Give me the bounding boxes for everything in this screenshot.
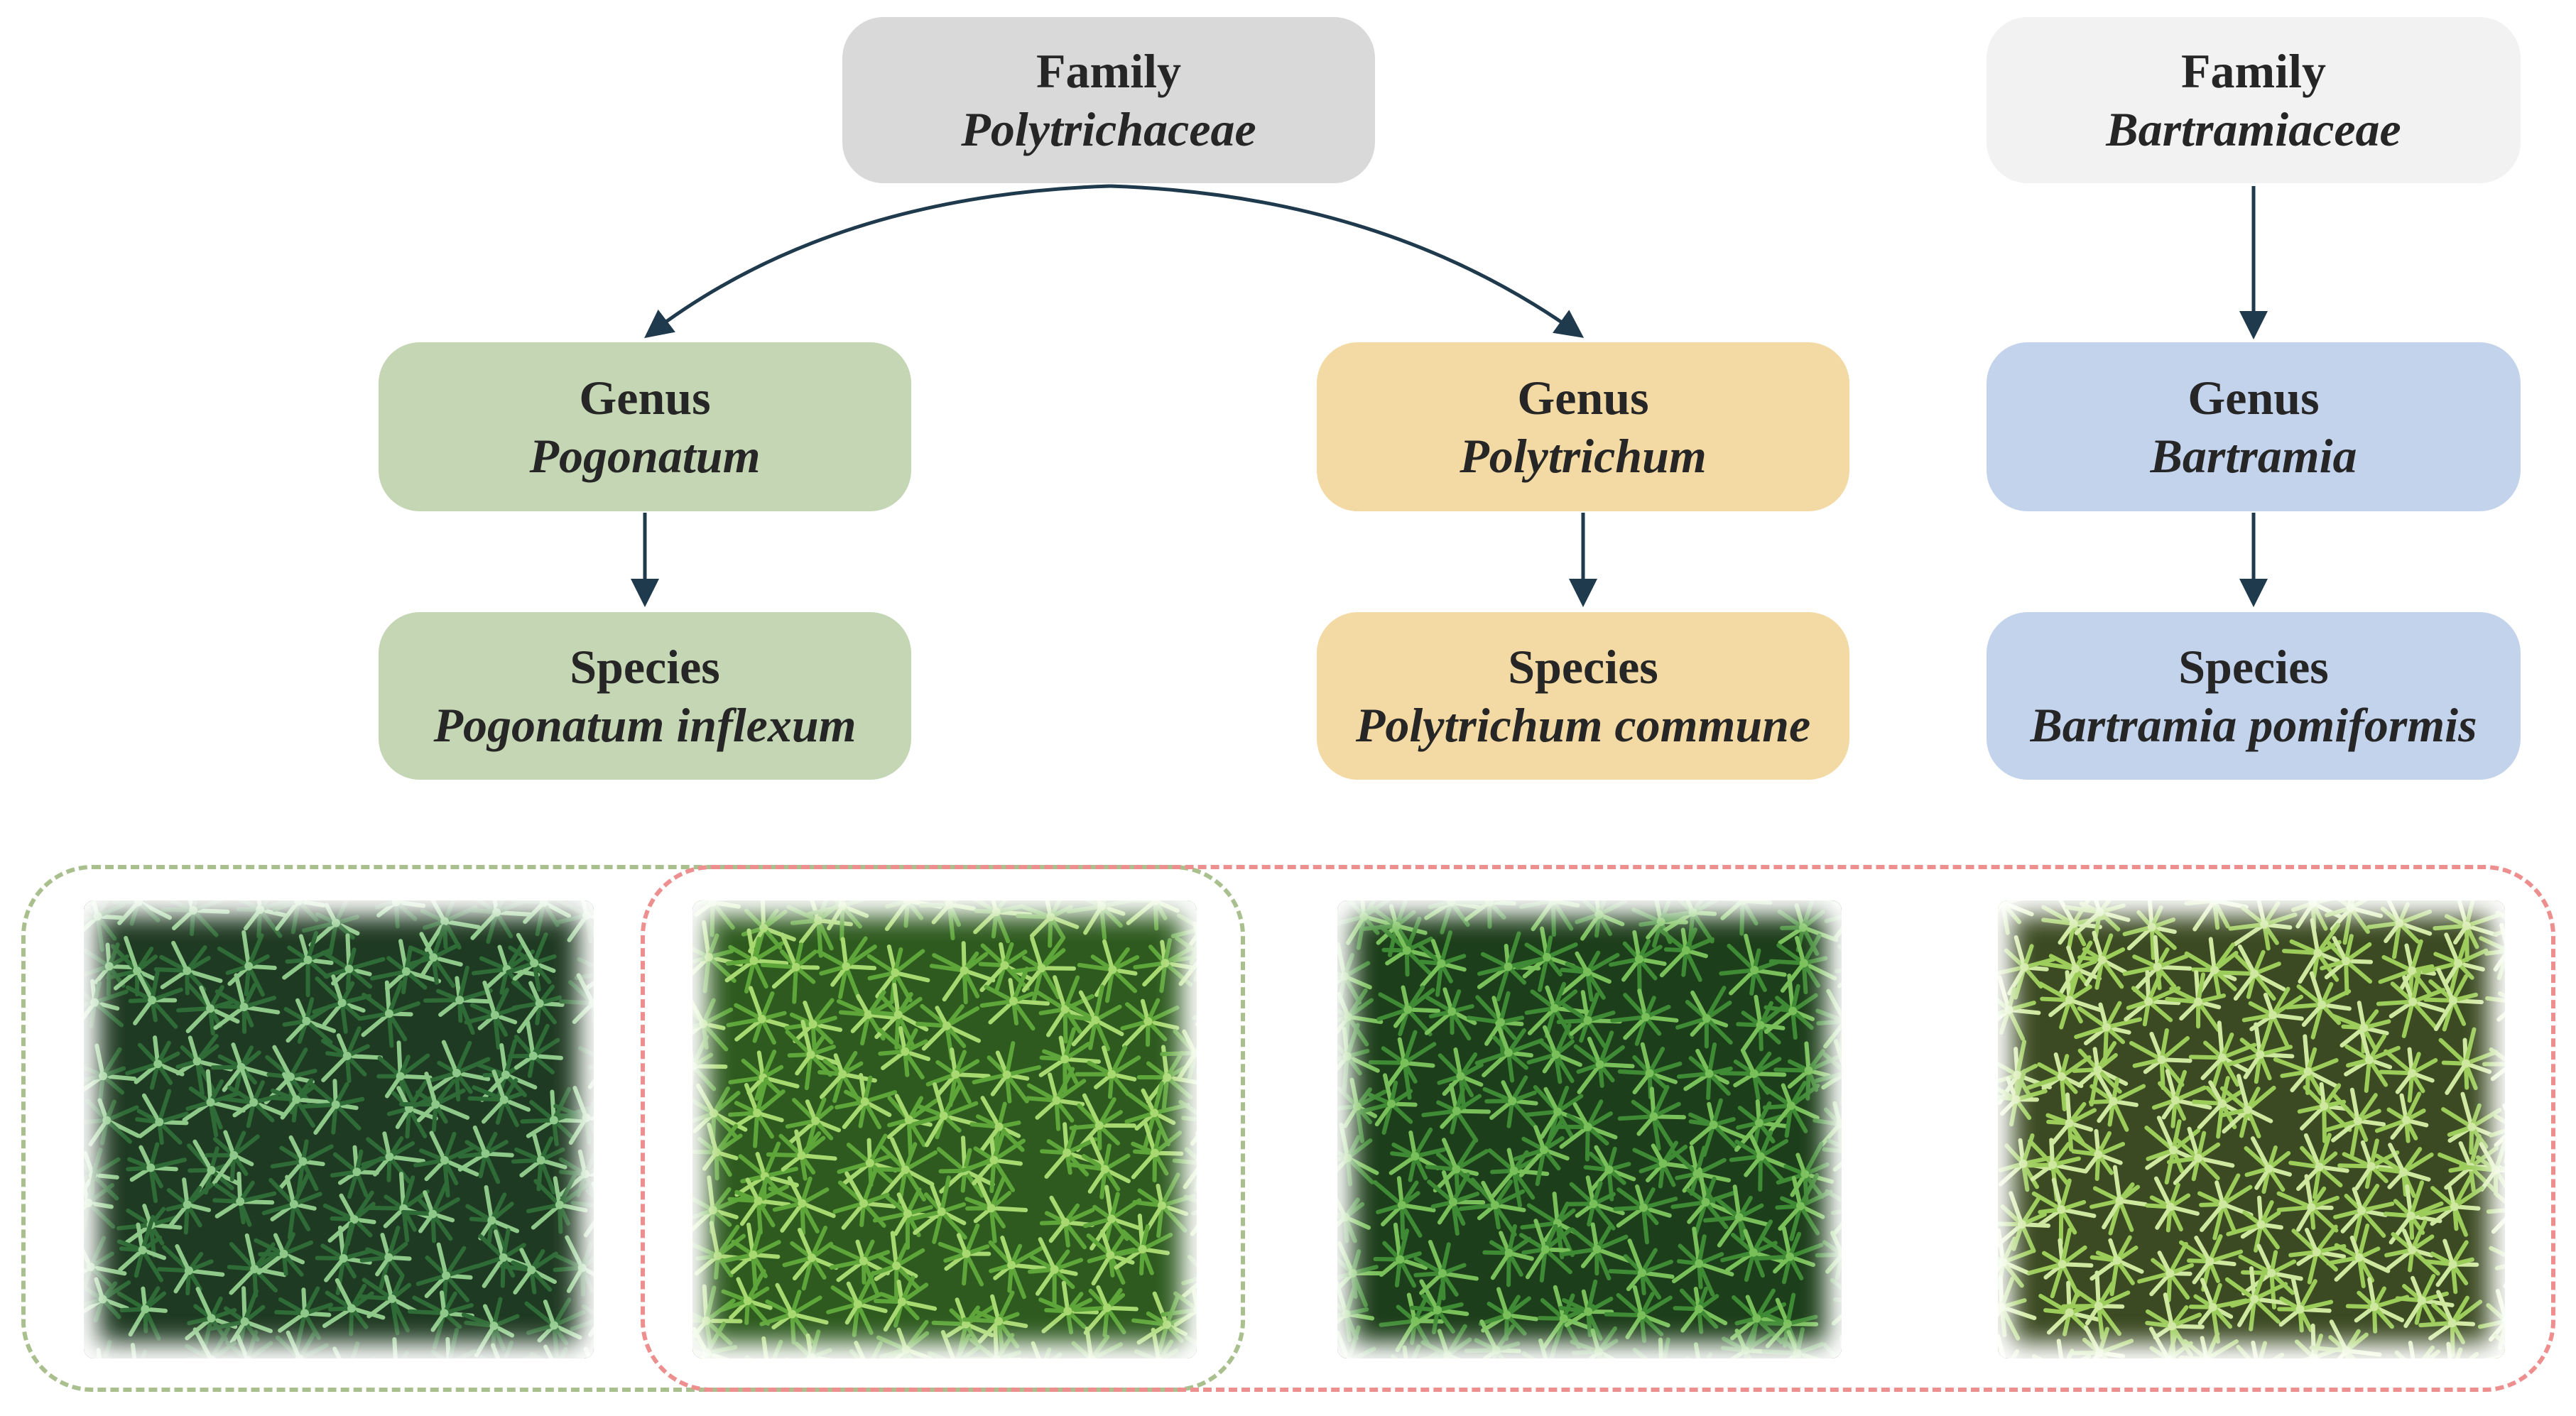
- arrow-family-to-polytrichum: [1109, 184, 1585, 338]
- rank-label: Genus: [579, 371, 711, 425]
- polytrichum-commune-moss-photo: [1337, 900, 1842, 1358]
- genus-pogonatum-node: Genus Pogonatum: [379, 342, 911, 511]
- bartramia-pomiformis-moss-photo: [1998, 900, 2505, 1358]
- taxon-name: Bartramiaceae: [2106, 102, 2401, 156]
- genus-polytrichum-node: Genus Polytrichum: [1317, 342, 1849, 511]
- taxon-name: Bartramia: [2150, 429, 2357, 483]
- taxon-name: Bartramia pomiformis: [2030, 698, 2477, 752]
- polytrichum-group-dashed-box: [641, 865, 2555, 1392]
- species-pogonatum-inflexum-node: Species Pogonatum inflexum: [379, 612, 911, 780]
- genus-bartramia-node: Genus Bartramia: [1987, 342, 2521, 511]
- rank-label: Species: [1508, 640, 1658, 694]
- taxon-name: Polytrichaceae: [961, 102, 1256, 156]
- rank-label: Species: [570, 640, 720, 694]
- pogonatum-inflexum-moss-photo: [84, 900, 594, 1358]
- taxon-name: Pogonatum: [529, 429, 761, 483]
- species-polytrichum-commune-node: Species Polytrichum commune: [1317, 612, 1849, 780]
- rank-label: Family: [2181, 44, 2326, 98]
- rank-label: Genus: [2188, 371, 2320, 425]
- pogonatum-group-dashed-box: [21, 865, 1245, 1392]
- taxon-name: Polytrichum commune: [1355, 698, 1811, 752]
- rank-label: Species: [2178, 640, 2329, 694]
- taxon-name: Polytrichum: [1460, 429, 1707, 483]
- family-polytrichaceae-node: Family Polytrichaceae: [842, 17, 1375, 183]
- rank-label: Family: [1036, 44, 1181, 98]
- rank-label: Genus: [1517, 371, 1649, 425]
- arrow-family-to-pogonatum: [644, 184, 1111, 339]
- family-bartramiaceae-node: Family Bartramiaceae: [1987, 17, 2521, 183]
- polytrichum-moss-photo: [692, 900, 1197, 1358]
- species-bartramia-pomiformis-node: Species Bartramia pomiformis: [1987, 612, 2521, 780]
- taxon-name: Pogonatum inflexum: [433, 698, 857, 752]
